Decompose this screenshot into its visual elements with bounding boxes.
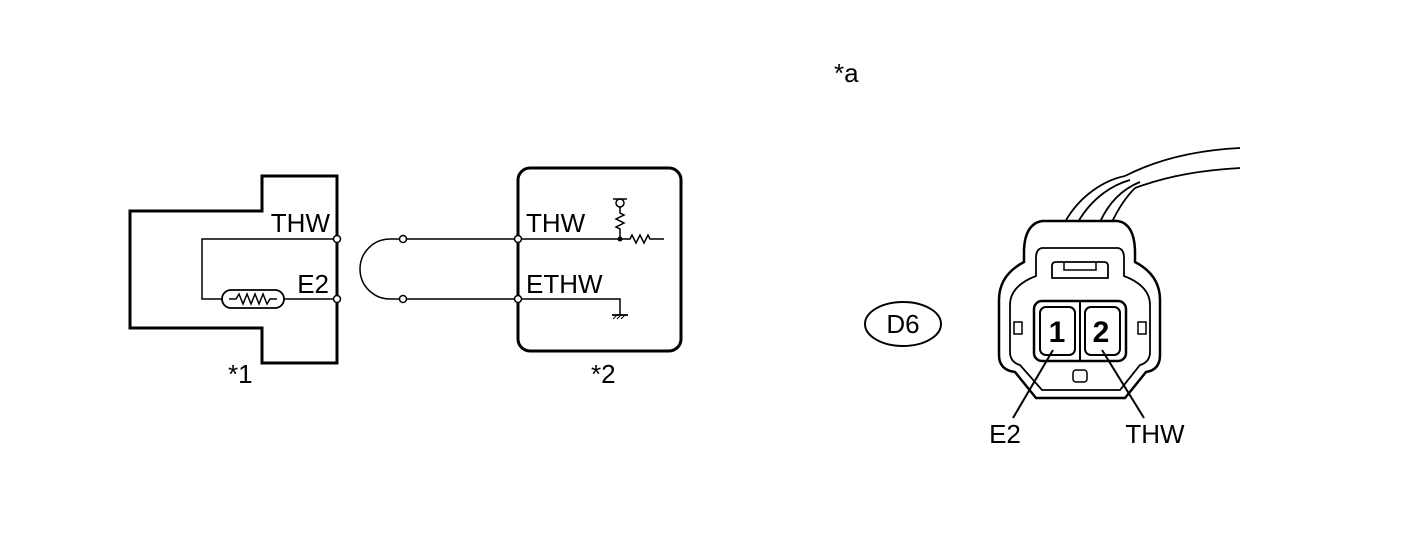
sensor-terminal-thw (332, 234, 342, 244)
harness-wiring (359, 234, 515, 304)
pin-1-number: 1 (1049, 316, 1066, 349)
harness-connector-point-upper (398, 234, 408, 244)
ecm-component: THW ETHW *2 (513, 166, 683, 389)
ecm-body-outline (516, 166, 683, 353)
connector-housing-outline (997, 219, 1162, 400)
connector-harness-wires (1064, 147, 1241, 223)
sensor-component: THW E2 *1 (128, 174, 342, 389)
sensor-terminal-e2 (332, 294, 342, 304)
pin-1-signal-label: E2 (989, 419, 1021, 449)
harness-loop (359, 238, 403, 300)
connector-view: *a D6 1 2 (834, 58, 1241, 449)
input-resistor-symbol (620, 233, 664, 245)
ecm-ref-label: *2 (591, 359, 616, 389)
pin-2-leader (1101, 349, 1145, 419)
connector-id-label: D6 (886, 309, 919, 339)
pull-up-resistor-symbol (613, 198, 627, 239)
connector-id-badge (864, 301, 942, 347)
pin-2-signal-label: THW (1125, 419, 1185, 449)
sensor-ref-label: *1 (228, 359, 253, 389)
connector-lock-tab (1051, 261, 1109, 279)
sensor-e2-label: E2 (297, 269, 329, 299)
pin-1-leader (1012, 349, 1054, 419)
harness-connector-point-lower (398, 294, 408, 304)
ecm-thw-label: THW (526, 208, 586, 238)
pin-2-number: 2 (1093, 316, 1110, 349)
ecm-terminal-thw (513, 234, 523, 244)
ground-icon (612, 314, 628, 320)
connector-housing-inner (1009, 247, 1151, 391)
pin-1-cavity (1039, 306, 1076, 356)
ecm-ethw-internal-wire (521, 298, 621, 315)
ecm-terminal-ethw (513, 294, 523, 304)
connector-view-ref-label: *a (834, 58, 859, 88)
thermistor-symbol (221, 289, 285, 309)
sensor-internal-wire (201, 238, 337, 300)
pin-2-cavity (1084, 306, 1121, 356)
supply-voltage-icon (615, 198, 625, 208)
ecm-ethw-label: ETHW (526, 269, 603, 299)
sensor-thw-label: THW (271, 208, 331, 238)
